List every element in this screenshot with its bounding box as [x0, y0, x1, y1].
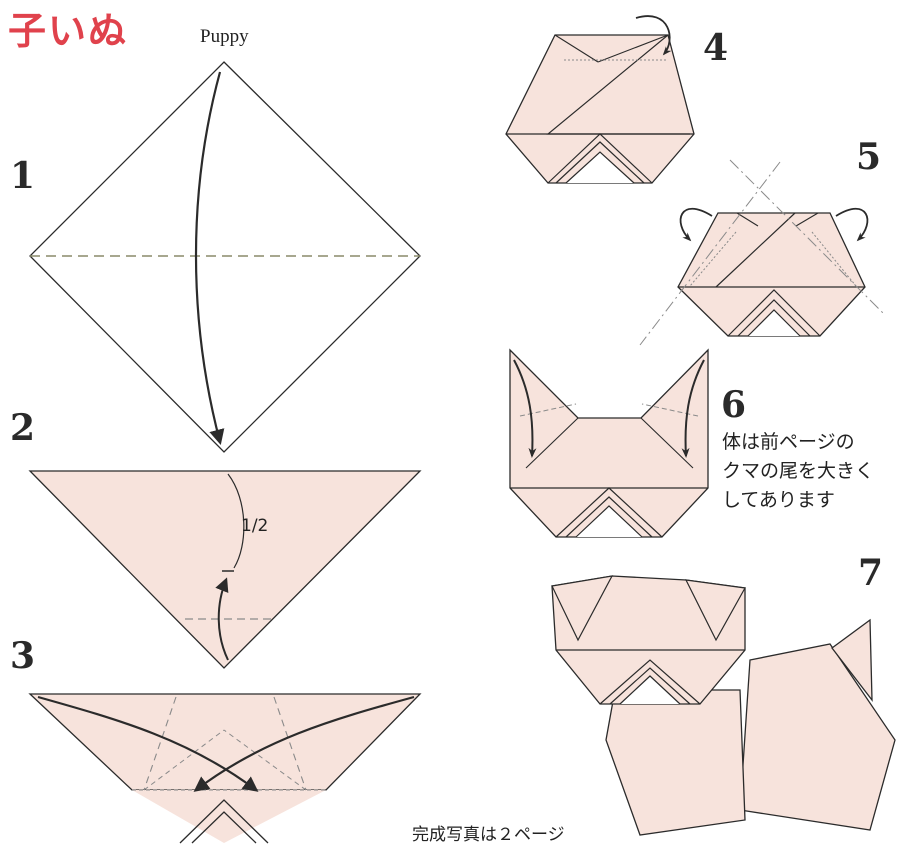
step-number-4: 4	[703, 27, 729, 69]
title-japanese: 子いぬ	[8, 9, 129, 53]
title-english: Puppy	[200, 26, 249, 47]
step-number-2: 2	[10, 407, 36, 449]
step-5-figure	[639, 159, 886, 346]
step-2-figure	[28, 470, 422, 669]
step-6-note-line: してあります	[722, 489, 835, 511]
step-6-note-line: 体は前ページの	[722, 431, 855, 453]
step-number-1: 1	[10, 155, 36, 197]
step-number-7: 7	[858, 552, 884, 594]
step-6-note-line: クマの尾を大きく	[722, 460, 875, 482]
step-number-5: 5	[856, 136, 882, 178]
step-number-6: 6	[721, 384, 747, 426]
step-4-figure	[505, 15, 695, 184]
step-6-note: 体は前ページの クマの尾を大きく してあります	[722, 428, 912, 515]
step-6-figure	[509, 348, 709, 538]
step-number-3: 3	[10, 635, 36, 677]
footer-note: 完成写真は２ページ	[412, 825, 565, 845]
step-1-figure	[29, 61, 421, 453]
step-3-figure	[28, 693, 422, 844]
step-7-figure	[551, 575, 896, 836]
step-2-annotation: 1/2	[241, 516, 269, 536]
